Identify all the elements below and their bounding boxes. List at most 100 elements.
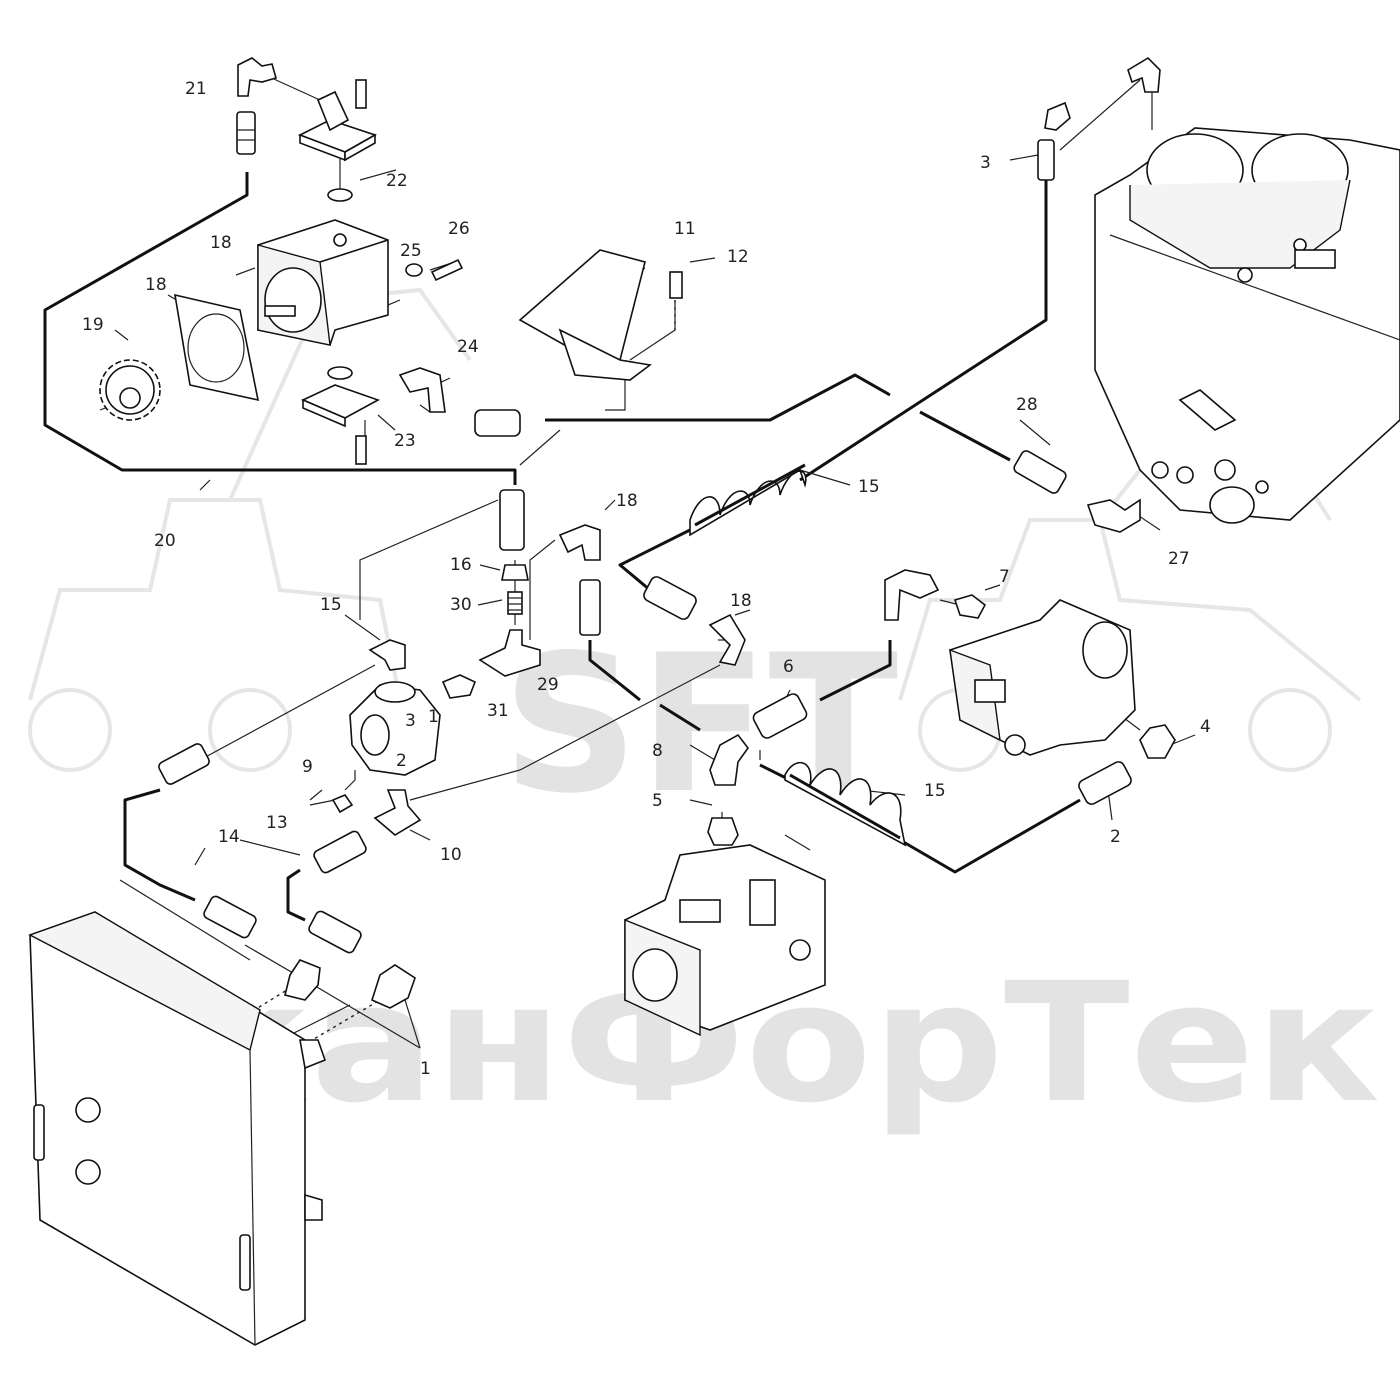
part-10-tee: [373, 789, 422, 836]
part-32-spring: [507, 591, 523, 615]
hose-30: [919, 410, 1011, 462]
callout-18-lower: 18: [730, 591, 752, 611]
part-15-spring-lower: [784, 761, 907, 847]
part-motor-right: [949, 599, 1136, 756]
part-6-hose-end: [752, 693, 808, 739]
callout-27: 25: [400, 241, 422, 261]
callout-30: 28: [1016, 395, 1038, 415]
callout-15-lower: 15: [924, 781, 946, 801]
hose-end-14-c: [203, 895, 257, 939]
part-17-nut: [501, 564, 529, 581]
hose-end-14-a: [158, 743, 210, 785]
part-1-elbow-b: [371, 964, 416, 1009]
part-hydraulic-pump: [624, 844, 826, 1037]
callout-17: 16: [450, 555, 472, 575]
callout-33: 31: [487, 701, 509, 721]
port-mark-3: 3: [405, 711, 416, 731]
callout-14: 14: [218, 827, 240, 847]
callout-23: 21: [185, 79, 207, 99]
part-18-elbow-lower: [708, 613, 746, 666]
part-12-bolt: [669, 271, 683, 299]
part-16-elbow: [368, 639, 406, 671]
callout-10: 10: [440, 845, 462, 865]
callout-22: 20: [154, 531, 176, 551]
part-1-elbow-a: [284, 959, 321, 1001]
part-5-fitting: [707, 817, 739, 846]
part-27-washer: [405, 263, 423, 277]
part-7-fitting: [953, 594, 987, 619]
callout-9: 9: [302, 757, 313, 777]
callout-4: 4: [1200, 717, 1211, 737]
hose-end-7: [884, 569, 940, 621]
part-20-gasket: [174, 293, 260, 402]
port-mark-2: 2: [396, 751, 407, 771]
part-30-29: [1013, 450, 1141, 533]
callout-19: 18: [210, 233, 232, 253]
callout-8: 8: [652, 741, 663, 761]
part-3-elbow: [1037, 56, 1161, 181]
callout-5: 5: [652, 791, 663, 811]
part-26-elbow: [398, 367, 446, 413]
hose-14-upper: [123, 788, 196, 902]
callout-16: 15: [320, 595, 342, 615]
part-4-elbow: [1139, 724, 1176, 759]
part-21-gear: [99, 359, 161, 421]
part-19-pump: [257, 219, 389, 346]
callout-24: 22: [386, 171, 408, 191]
port-mark-1: 1: [428, 707, 439, 727]
part-11-bracket: [518, 249, 652, 381]
hose-end-14-b: [313, 830, 367, 874]
callout-32: 30: [450, 595, 472, 615]
hose-end-14-d: [308, 910, 362, 954]
o-ring-lower: [327, 366, 353, 380]
hose-lines: [43, 172, 1081, 922]
callout-6: 6: [783, 657, 794, 677]
part-18-elbow-upper: [558, 524, 601, 636]
hose-end-15: [643, 576, 697, 620]
callout-1: 1: [420, 1059, 431, 1079]
part-2-hose-end: [1078, 761, 1132, 805]
hose-3: [799, 180, 1048, 482]
hose-2: [899, 798, 1081, 874]
part-radiator: [28, 911, 327, 1346]
callout-12: 12: [727, 247, 749, 267]
part-25-flange: [301, 384, 380, 465]
callout-25: 23: [394, 431, 416, 451]
callout-28: 26: [448, 219, 470, 239]
hose-26-30: [545, 373, 891, 422]
part-9-valve: 3 1 2: [349, 681, 441, 776]
part-8-elbow: [709, 733, 749, 786]
callout-3: 3: [980, 153, 991, 173]
part-31-tee: [478, 629, 541, 677]
part-24-flange: [298, 79, 377, 162]
part-28-bolt: [430, 258, 464, 282]
hose-7: [819, 640, 892, 702]
hose-18-6: [588, 640, 641, 702]
parts: 3 1 2: [28, 56, 1400, 1346]
o-ring-upper: [327, 188, 353, 202]
hose-14-lower: [286, 868, 306, 922]
callout-18-upper: 18: [616, 491, 638, 511]
hose-end-26: [474, 409, 521, 437]
callout-2: 2: [1110, 827, 1121, 847]
callout-26: 24: [457, 337, 479, 357]
callout-7: 7: [999, 567, 1010, 587]
part-33-fitting: [441, 674, 477, 699]
hose-6: [659, 703, 701, 732]
callout-15-upper: 15: [858, 477, 880, 497]
callout-11: 11: [674, 219, 696, 239]
callout-numbers: 21 22 18 25 26 18 19 24 23 20 11 12 3 28…: [82, 79, 1211, 1079]
hose-15-upper: [618, 528, 691, 592]
hose-end-22: [499, 489, 525, 551]
callout-21: 19: [82, 315, 104, 335]
callout-29: 27: [1168, 549, 1190, 569]
callout-31: 29: [537, 675, 559, 695]
hose-22: [43, 172, 517, 485]
callout-13: 13: [266, 813, 288, 833]
part-23-elbow: [236, 57, 277, 155]
part-engine-block: [1094, 127, 1400, 524]
part-13-nut: [331, 794, 354, 814]
part-15-spring-upper: [689, 463, 807, 537]
callout-20: 18: [145, 275, 167, 295]
